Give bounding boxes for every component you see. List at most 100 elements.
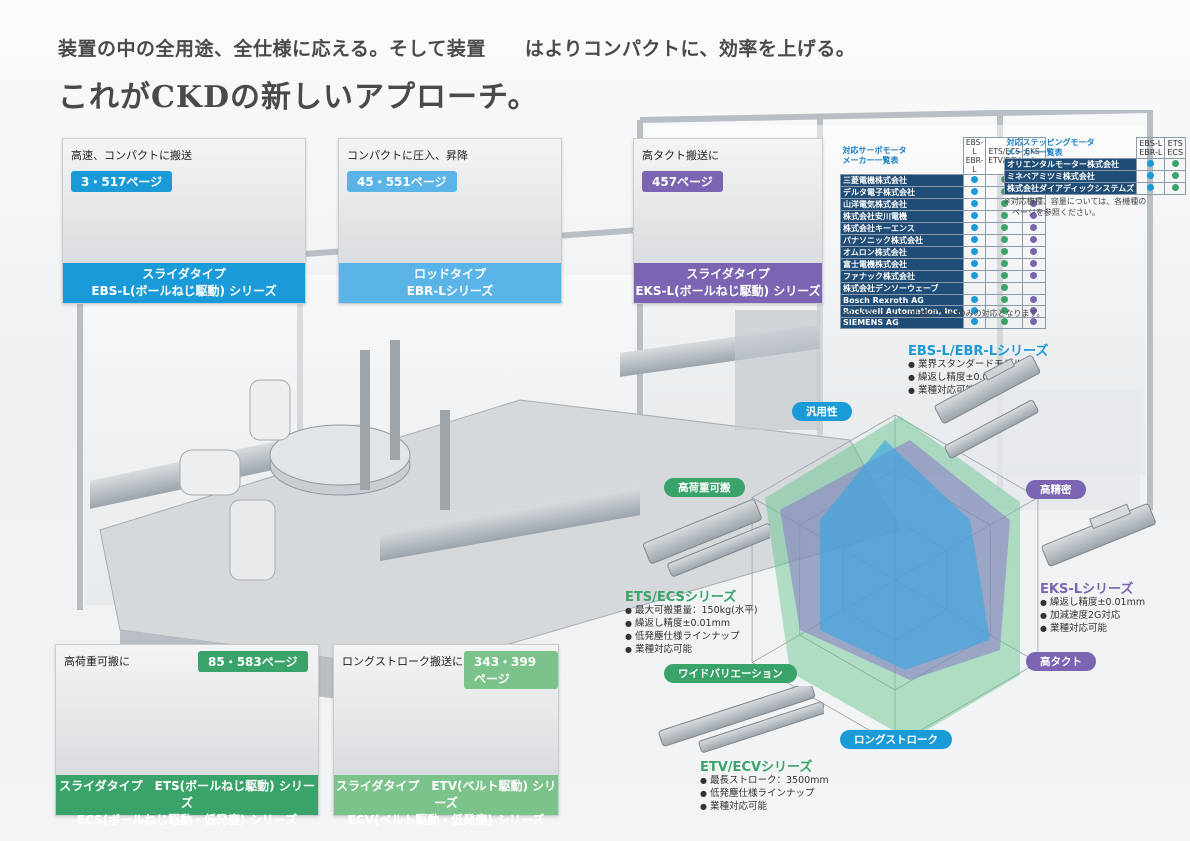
support-dot xyxy=(1000,236,1008,243)
feature-item: 繰返し精度±0.01mm xyxy=(1040,596,1145,609)
stepping-note: ※対応機種、容量については、各機種の ページを参照ください。 xyxy=(1004,197,1147,217)
maker-name: デルタ電子株式会社 xyxy=(840,186,964,199)
support-cell xyxy=(985,258,1024,271)
maker-name: ミネベアミツミ株式会社 xyxy=(1003,169,1138,183)
page-badge: 3・517ページ xyxy=(71,171,173,192)
feature-item: 業種対応可能 xyxy=(1040,622,1145,635)
axis-tag-heavy-load: 高荷重可搬 xyxy=(664,478,745,497)
support-cell xyxy=(962,270,987,283)
support-cell xyxy=(1022,222,1046,235)
servo-motor-table: 対応サーボモータメーカー一覧表EBS-LEBR-LETS/ECSETV/ECVE… xyxy=(840,137,1046,330)
series-title-eks: EKS-Lシリーズ xyxy=(1040,582,1134,597)
support-dot xyxy=(1147,159,1155,167)
card-ebr-l[interactable]: コンパクトに圧入、昇降 45・551ページ ロッドタイプ EBR-Lシリーズ xyxy=(338,138,562,304)
card-caption: 高荷重可搬に xyxy=(64,655,130,668)
feature-item: 低発塵仕様ラインナップ xyxy=(700,787,829,800)
maker-name: 株式会社安川電機 xyxy=(840,210,964,223)
table-row: 株式会社デンソーウェーブ xyxy=(840,282,1046,295)
card-ets-ecs[interactable]: 高荷重可搬に 85・583ページ スライダタイプ ETS(ボールねじ駆動) シリ… xyxy=(55,644,319,827)
support-cell xyxy=(1022,270,1046,283)
card-band: スライダタイプ ETV(ベルト駆動) シリーズ ECV(ベルト駆動・低発塵) シ… xyxy=(334,775,558,827)
card-caption: コンパクトに圧入、昇降 xyxy=(347,149,468,162)
maker-name: オムロン株式会社 xyxy=(840,246,964,259)
table-row: 富士電機株式会社 xyxy=(840,258,1046,271)
feature-item: 業種対応可能 xyxy=(908,384,1023,397)
maker-name: Bosch Rexroth AG xyxy=(840,293,964,307)
servo-footnote: ※1 メタルストッパ仕様(ETS-X)のみの対応となります。 xyxy=(842,309,1045,318)
card-eks-l[interactable]: 高タクト搬送に 457ページ スライダタイプ EKS-L(ボールねじ駆動) シリ… xyxy=(633,138,823,304)
series-title-etv-ecv: ETV/ECVシリーズ xyxy=(700,760,813,775)
table-row: オリエンタルモーター株式会社 xyxy=(1003,157,1187,171)
support-cell xyxy=(1022,293,1046,307)
maker-name: 富士電機株式会社 xyxy=(840,258,964,271)
etv-ecv-product-image xyxy=(658,686,824,753)
series-label: EBS-L(ボールねじ駆動) シリーズ xyxy=(91,284,277,298)
support-dot xyxy=(1000,284,1008,291)
page-badge: 457ページ xyxy=(642,171,723,192)
support-cell xyxy=(1164,181,1187,195)
support-dot xyxy=(1000,295,1008,303)
type-label: スライダタイプ xyxy=(686,267,770,281)
support-cell xyxy=(1022,246,1046,259)
type-label: ロッドタイプ xyxy=(413,267,486,281)
support-cell xyxy=(1022,316,1046,330)
ets-ecs-product-image xyxy=(643,499,770,577)
card-etv-ecv[interactable]: ロングストローク搬送に 343・399ページ スライダタイプ ETV(ベルト駆動… xyxy=(333,644,559,827)
card-caption: 高タクト搬送に xyxy=(642,149,719,162)
headline-line2: これがCKDの新しいアプローチ。 xyxy=(58,80,539,115)
series-features-etv-ecv: 最長ストローク：3500mm 低発塵仕様ラインナップ 業種対応可能 xyxy=(700,774,829,813)
feature-item: 業種対応可能 xyxy=(700,800,829,813)
series-label: EBR-Lシリーズ xyxy=(406,284,494,298)
series-label: EKS-L(ボールねじ駆動) シリーズ xyxy=(635,284,821,298)
support-dot xyxy=(1171,159,1179,167)
support-dot xyxy=(1000,224,1008,231)
card-band: スライダタイプ ETS(ボールねじ駆動) シリーズ ECS(ボールねじ駆動・低発… xyxy=(56,775,318,827)
axis-tag-long-stroke: ロングストローク xyxy=(840,730,952,749)
card-band: ロッドタイプ EBR-Lシリーズ xyxy=(339,263,561,303)
maker-name: SIEMENS AG xyxy=(840,316,964,330)
card-ebs-l[interactable]: 高速、コンパクトに搬送 3・517ページ スライダタイプ EBS-L(ボールねじ… xyxy=(62,138,306,304)
support-dot xyxy=(1030,307,1038,315)
ebs-ebr-product-image xyxy=(934,355,1041,459)
series-label: ECS(ボールねじ駆動・低発塵) シリーズ xyxy=(76,813,298,827)
series-title-ets-ecs: ETS/ECSシリーズ xyxy=(625,590,737,605)
support-cell xyxy=(962,198,987,211)
support-cell xyxy=(962,222,987,235)
support-cell xyxy=(1164,157,1187,171)
support-cell xyxy=(962,246,987,259)
support-cell xyxy=(1022,282,1046,295)
support-dot xyxy=(971,318,979,326)
support-dot xyxy=(971,236,979,243)
support-dot xyxy=(1000,248,1008,255)
series-title-ebs-ebr: EBS-L/EBR-Lシリーズ xyxy=(908,344,1049,359)
support-cell xyxy=(962,174,987,187)
maker-name: 株式会社デンソーウェーブ xyxy=(840,282,964,295)
table-row: オムロン株式会社 xyxy=(840,246,1046,259)
support-cell xyxy=(962,258,987,271)
table-row: 株式会社ダイアディックシステムズ xyxy=(1003,181,1187,195)
support-cell xyxy=(985,293,1024,307)
support-dot xyxy=(971,307,979,315)
type-label: スライダタイプ ETV(ベルト駆動) シリーズ xyxy=(335,779,557,810)
support-dot xyxy=(971,224,979,231)
axis-tag-wide-variation: ワイドバリエーション xyxy=(664,664,797,683)
support-dot xyxy=(1030,272,1038,279)
maker-name: 三菱電機株式会社 xyxy=(840,174,964,187)
axis-tag-precision: 高精密 xyxy=(1026,480,1086,499)
support-dot xyxy=(1000,318,1008,326)
support-dot xyxy=(971,212,979,219)
support-cell xyxy=(985,246,1024,259)
series-features-eks: 繰返し精度±0.01mm 加減速度2G対応 業種対応可能 xyxy=(1040,596,1145,635)
feature-item: 業界スタンダードモデル xyxy=(908,358,1023,371)
feature-item: 最長ストローク：3500mm xyxy=(700,774,829,787)
support-dot xyxy=(971,260,979,267)
support-cell xyxy=(1136,181,1166,195)
table-row: SIEMENS AG xyxy=(840,316,1046,330)
support-dot xyxy=(971,188,979,195)
page-badge: 85・583ページ xyxy=(198,651,308,672)
support-dot xyxy=(1030,318,1038,326)
support-dot xyxy=(971,176,979,183)
